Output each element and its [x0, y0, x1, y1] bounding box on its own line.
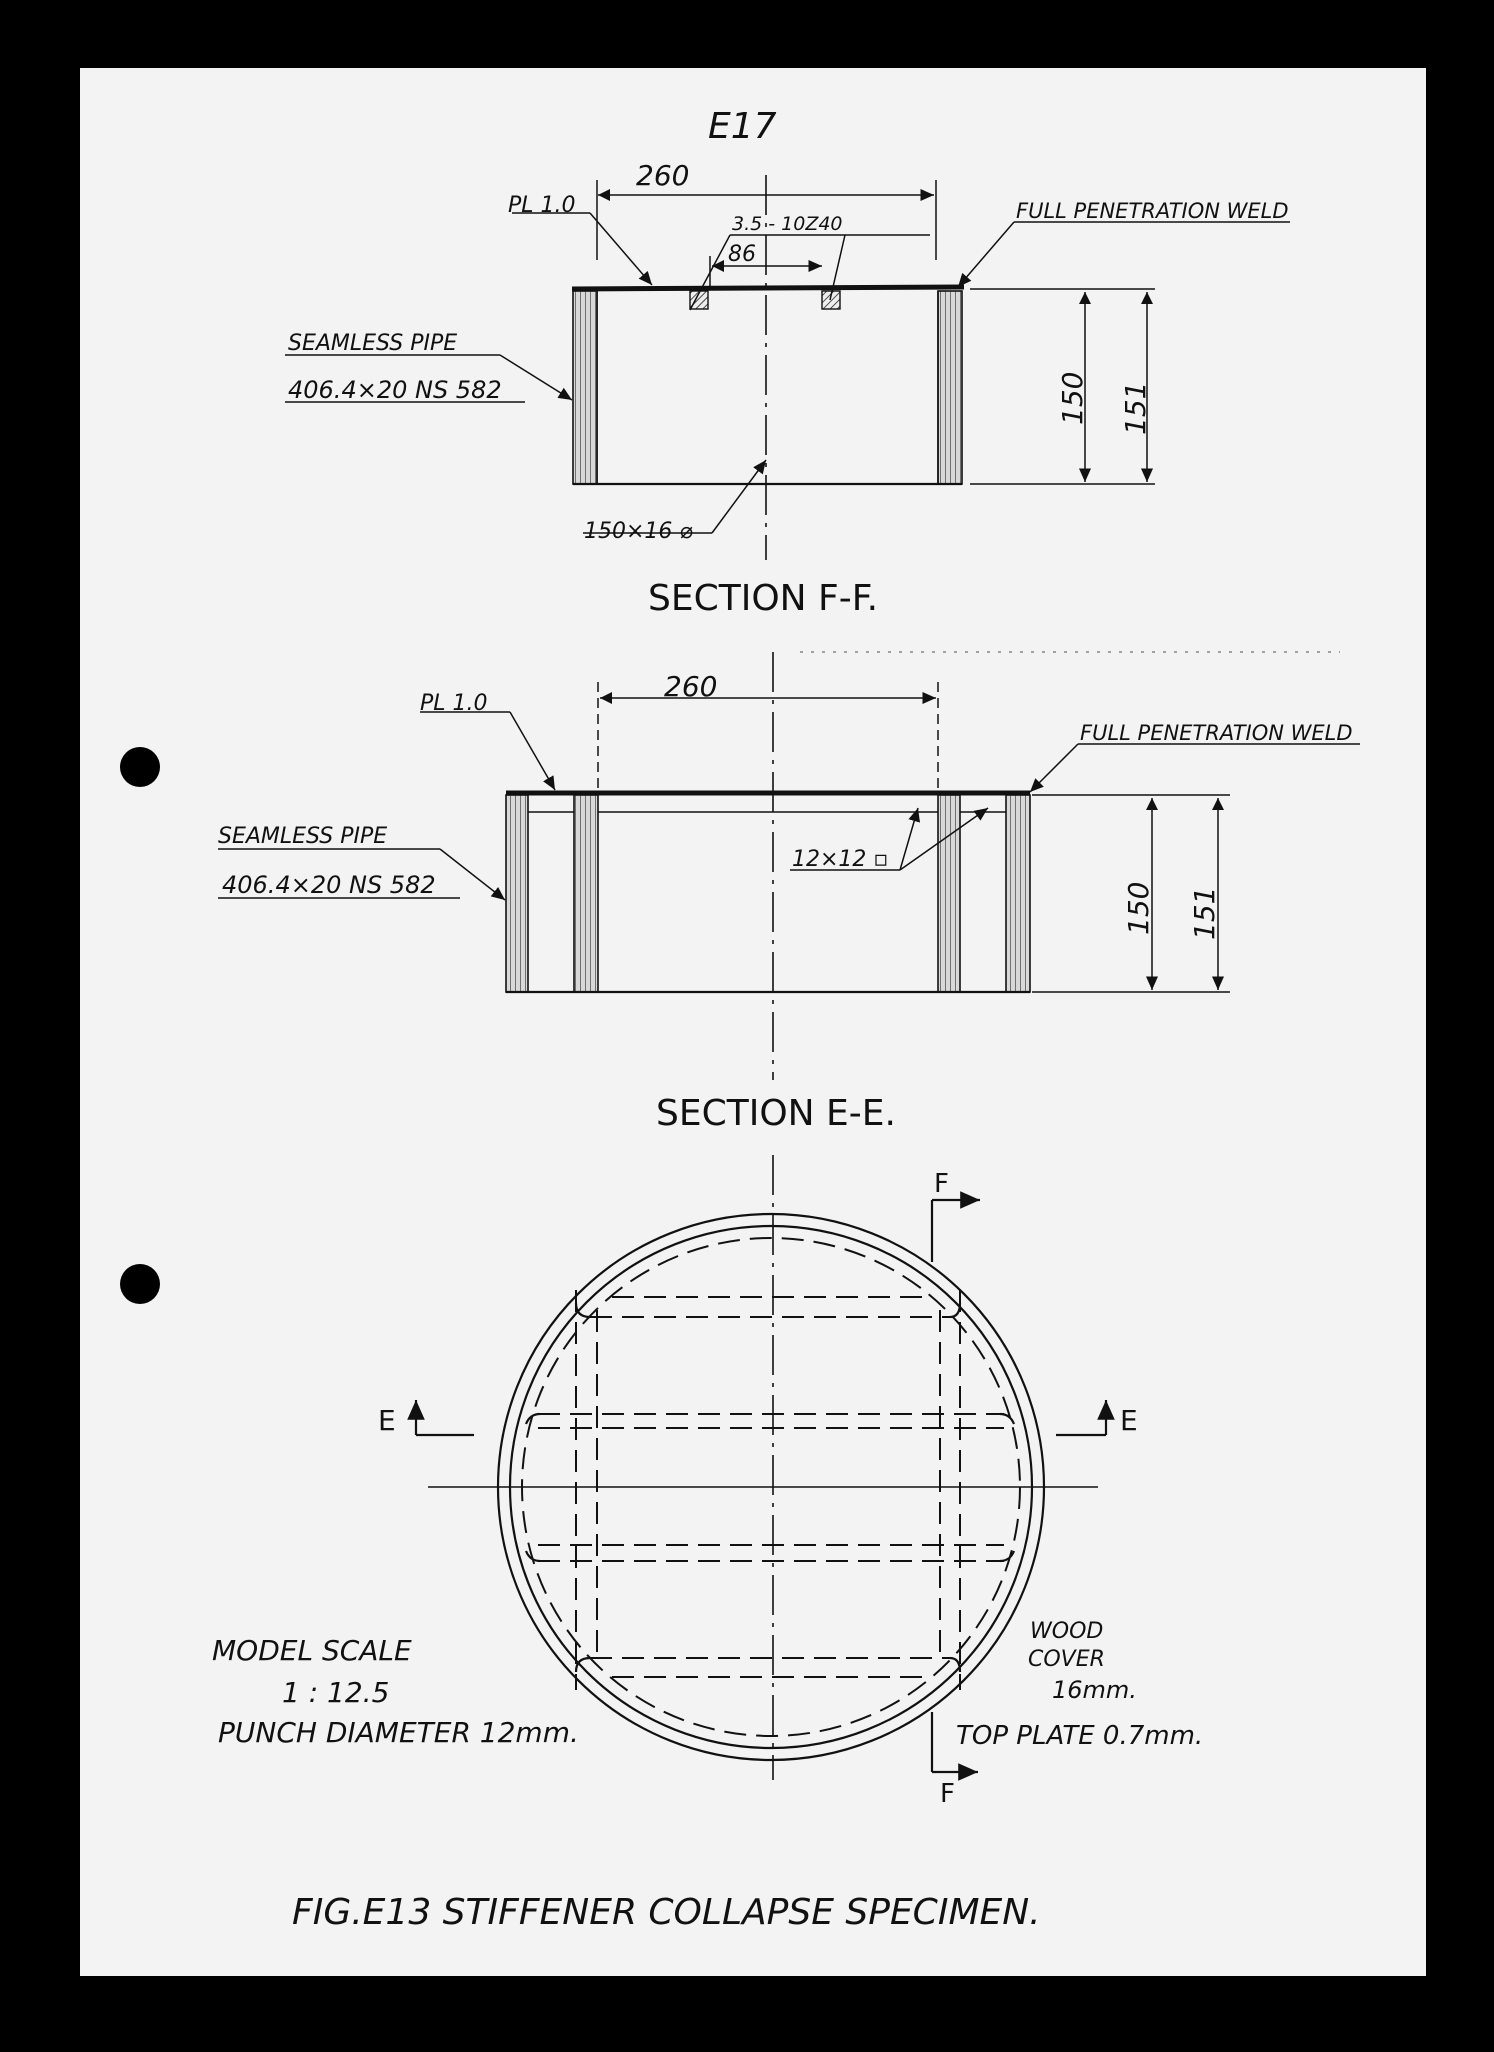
dim-inner-height: 150	[1056, 372, 1089, 425]
dim-outer-height: 151	[1188, 887, 1221, 940]
dim-inner-height: 150	[1122, 882, 1155, 935]
wood-cover-line1: WOOD	[1030, 1619, 1103, 1644]
binder-hole	[120, 747, 160, 787]
plan-view-drawing	[407, 1155, 1115, 1781]
cut-label-f: F	[940, 1779, 955, 1809]
stiffener-label: 150×16 ⌀	[584, 519, 693, 544]
section-ff-drawing	[285, 175, 1290, 560]
pipe-label: SEAMLESS PIPE	[288, 331, 457, 356]
cut-label-f: F	[934, 1169, 949, 1199]
dim-outer-height: 151	[1119, 382, 1152, 435]
weld-label: FULL PENETRATION WELD	[1016, 199, 1289, 223]
pipe-spec: 406.4×20 NS 582	[288, 376, 502, 404]
pipe-label: SEAMLESS PIPE	[218, 824, 387, 849]
dim-width: 260	[636, 159, 689, 192]
top-plate-note: TOP PLATE 0.7mm.	[956, 1721, 1203, 1751]
binder-hole	[120, 1264, 160, 1304]
weld-label: FULL PENETRATION WELD	[1080, 721, 1353, 745]
weld-spec: 3.5 - 10Z40	[732, 213, 843, 235]
page-number: E17	[708, 106, 777, 147]
punch-diameter-note: PUNCH DIAMETER 12mm.	[218, 1716, 579, 1749]
figure-caption: FIG.E13 STIFFENER COLLAPSE SPECIMEN.	[292, 1892, 1041, 1933]
plate-label: PL 1.0	[508, 193, 576, 218]
dim-spacing: 86	[728, 242, 756, 267]
pipe-spec: 406.4×20 NS 582	[222, 871, 436, 899]
model-scale-label: MODEL SCALE	[212, 1634, 412, 1667]
section-title: SECTION E-E.	[656, 1093, 896, 1134]
section-title: SECTION F-F.	[648, 578, 878, 619]
plate-label: PL 1.0	[420, 691, 488, 716]
cut-label-e: E	[378, 1404, 396, 1437]
cut-label-e: E	[1120, 1404, 1138, 1437]
model-scale-value: 1 : 12.5	[282, 1676, 389, 1709]
section-ee-drawing	[218, 652, 1360, 1080]
dim-width: 260	[664, 670, 717, 703]
stiffener-label: 12×12 ▫	[792, 847, 888, 872]
wood-cover-line2: COVER	[1028, 1647, 1105, 1672]
wood-cover-line3: 16mm.	[1052, 1676, 1137, 1704]
